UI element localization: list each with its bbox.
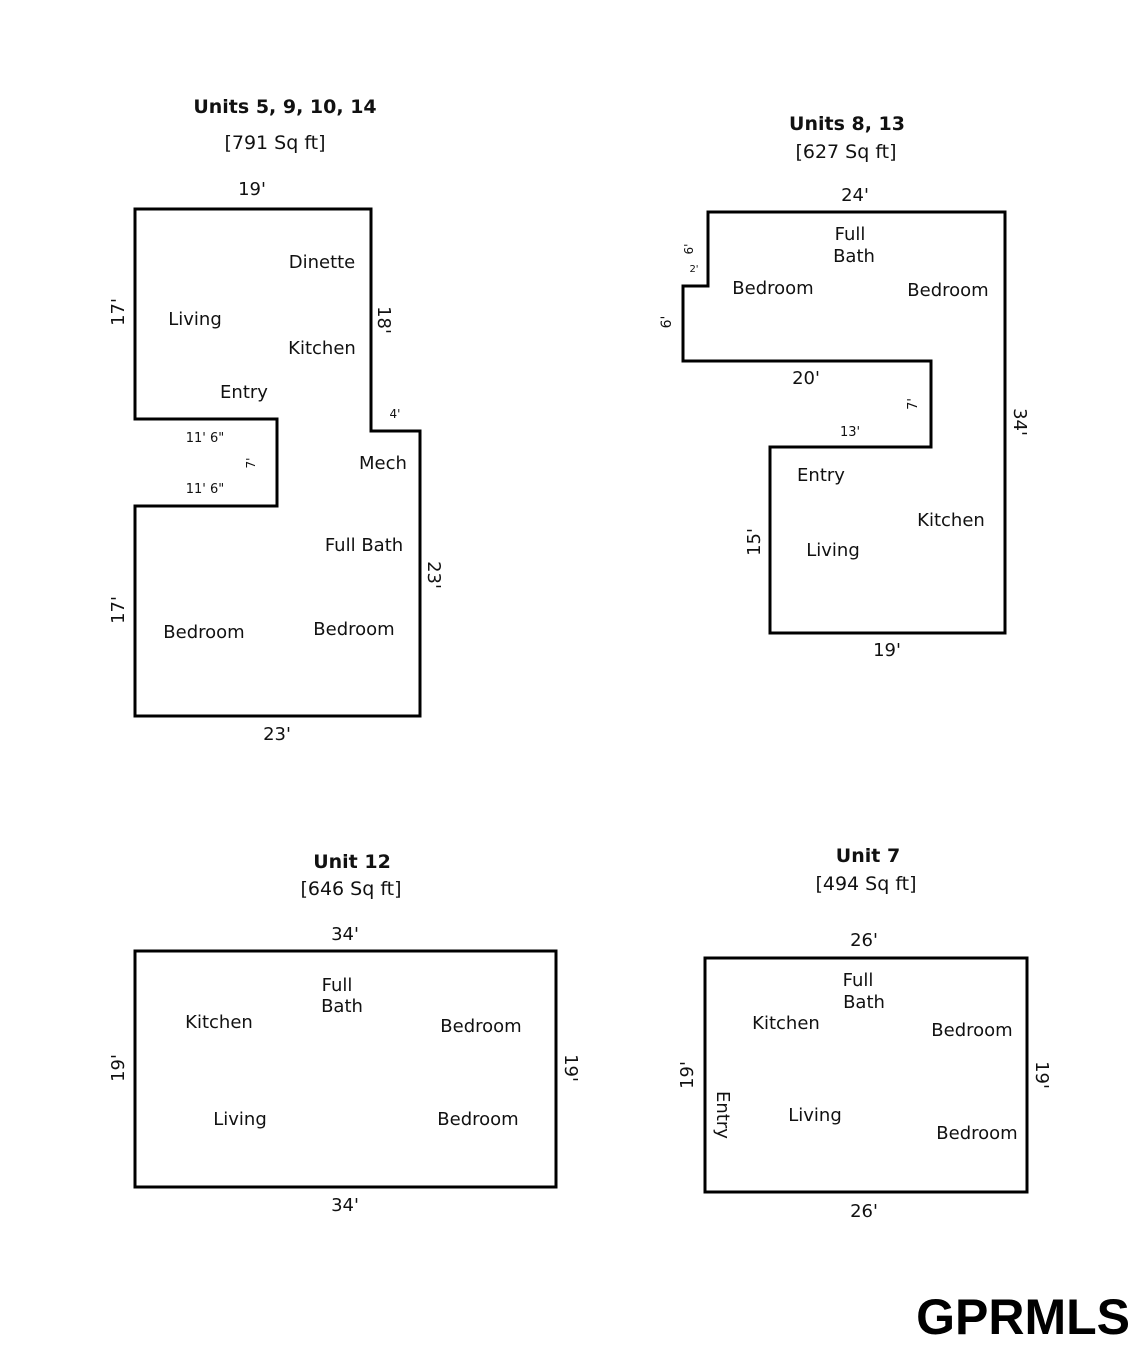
- room-label-entry: Entry: [712, 1091, 733, 1139]
- room-label-living: Living: [213, 1109, 267, 1130]
- room-label-bedroom: Bedroom: [931, 1020, 1012, 1041]
- dimension-label: 6': [659, 316, 675, 329]
- room-label-bedroom: Bedroom: [732, 278, 813, 299]
- room-label-bedroom: Bedroom: [440, 1016, 521, 1037]
- room-label-full-bath: Full Bath: [325, 535, 403, 556]
- dimension-label: 18': [373, 306, 394, 334]
- floor-plan-unit-7: Unit 7 [494 Sq ft] 26' 19' 19' 26' Full …: [677, 845, 1052, 1222]
- room-label-kitchen: Kitchen: [288, 338, 356, 359]
- plan-outline: [681, 210, 1007, 635]
- room-label-entry: Entry: [797, 465, 845, 486]
- plan-title: Unit 7: [836, 845, 900, 867]
- dimension-label: 26': [850, 1201, 878, 1222]
- room-label-mech: Mech: [359, 453, 407, 474]
- room-label-entry: Entry: [220, 382, 268, 403]
- dimension-label: 19': [677, 1061, 698, 1089]
- dimension-label: 19': [873, 640, 901, 661]
- dimension-label: 7': [906, 398, 921, 410]
- dimension-label: 15': [744, 528, 765, 556]
- floor-plan-unit-12: Unit 12 [646 Sq ft] 34' 19' 19' 34' Full…: [108, 851, 581, 1216]
- room-label-kitchen: Kitchen: [752, 1013, 820, 1034]
- dimension-label: 2': [689, 264, 698, 275]
- room-label-bedroom: Bedroom: [936, 1123, 1017, 1144]
- room-label-kitchen: Kitchen: [185, 1012, 253, 1033]
- gprmls-logo: GPRMLS: [916, 1289, 1130, 1345]
- plan-title: Units 8, 13: [789, 113, 905, 135]
- plan-area: [791 Sq ft]: [224, 132, 325, 154]
- room-label-bedroom: Bedroom: [437, 1109, 518, 1130]
- dimension-label: 4': [390, 407, 401, 421]
- dimension-label: 19': [1031, 1061, 1052, 1089]
- dimension-label: 34': [331, 924, 359, 945]
- dimension-label: 17': [108, 596, 129, 624]
- dimension-label: 19': [238, 179, 266, 200]
- dimension-label: 26': [850, 930, 878, 951]
- plan-area: [627 Sq ft]: [795, 141, 896, 163]
- dimension-label: 13': [840, 425, 860, 440]
- room-label-full: Full: [835, 224, 866, 245]
- room-label-kitchen: Kitchen: [917, 510, 985, 531]
- room-label-full: Full: [322, 975, 353, 996]
- room-label-living: Living: [168, 309, 222, 330]
- room-label-bath: Bath: [321, 996, 363, 1017]
- room-label-living: Living: [788, 1105, 842, 1126]
- plan-outline: [703, 956, 1029, 1194]
- room-label-bedroom: Bedroom: [163, 622, 244, 643]
- dimension-label: 34': [1009, 408, 1030, 436]
- dimension-label: 11' 6": [186, 431, 225, 446]
- dimension-label: 7': [244, 458, 258, 469]
- dimension-label: 23': [423, 561, 444, 589]
- room-label-bedroom: Bedroom: [907, 280, 988, 301]
- plan-outline: [133, 207, 422, 718]
- room-label-living: Living: [806, 540, 860, 561]
- dimension-label: 6': [682, 244, 696, 255]
- room-label-full: Full: [843, 970, 874, 991]
- floor-plan-units-8-13: Units 8, 13 [627 Sq ft] 24' 6' 2' 6' 20'…: [659, 113, 1030, 661]
- room-label-bath: Bath: [833, 246, 875, 267]
- dimension-label: 34': [331, 1195, 359, 1216]
- dimension-label: 20': [792, 368, 820, 389]
- dimension-label: 19': [108, 1054, 129, 1082]
- room-label-dinette: Dinette: [289, 252, 356, 273]
- plan-title: Unit 12: [313, 851, 391, 873]
- dimension-label: 11' 6": [186, 482, 225, 497]
- plan-outline: [133, 949, 558, 1189]
- plan-title: Units 5, 9, 10, 14: [193, 96, 376, 118]
- room-label-bedroom: Bedroom: [313, 619, 394, 640]
- room-label-bath: Bath: [843, 992, 885, 1013]
- dimension-label: 19': [560, 1054, 581, 1082]
- dimension-label: 24': [841, 185, 869, 206]
- dimension-label: 23': [263, 724, 291, 745]
- dimension-label: 17': [108, 298, 129, 326]
- plan-area: [646 Sq ft]: [300, 878, 401, 900]
- floor-plan-units-5-9-10-14: Units 5, 9, 10, 14 [791 Sq ft] 19' 17' 1…: [108, 96, 444, 745]
- plan-area: [494 Sq ft]: [815, 873, 916, 895]
